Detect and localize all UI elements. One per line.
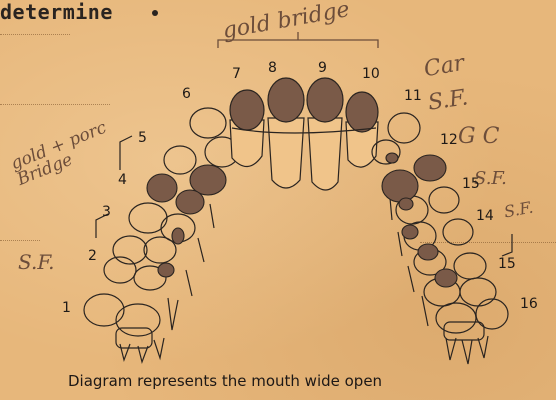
tooth-8-lower [268, 118, 304, 188]
tooth-number: 7 [232, 66, 241, 82]
filled-spot [386, 153, 398, 163]
tooth-number: 6 [182, 86, 191, 102]
tooth-9 [307, 78, 343, 122]
tooth-outline [388, 113, 420, 143]
filled-spot [402, 225, 418, 239]
filled-tooth [176, 190, 204, 214]
right-arch-filled-teeth [382, 153, 457, 287]
tooth-number: 5 [138, 130, 147, 146]
tooth-number: 4 [118, 172, 127, 188]
tooth-outline [454, 253, 486, 279]
tooth-number: 9 [318, 60, 327, 76]
tooth-number: 16 [520, 296, 538, 312]
tooth-outline [190, 108, 226, 138]
tooth-roots [168, 204, 214, 330]
tooth-8 [268, 78, 304, 122]
tooth-10 [346, 92, 378, 132]
filled-spot [418, 244, 438, 260]
tooth-number: 15 [498, 256, 516, 272]
tooth-number: 8 [268, 60, 277, 76]
tooth-number: 12 [440, 132, 458, 148]
tooth-number: 2 [88, 248, 97, 264]
filled-spot [158, 263, 174, 277]
tooth-number: 14 [476, 208, 494, 224]
tooth-outline [429, 187, 459, 213]
filled-tooth [414, 155, 446, 181]
tooth-outline [444, 322, 484, 340]
filled-tooth [382, 170, 418, 202]
annotation-sf-left: S.F. [18, 250, 54, 274]
tooth-outline [164, 146, 196, 174]
bracket-right [502, 234, 512, 256]
filled-tooth [147, 174, 177, 202]
left-arch-filled-teeth [147, 165, 226, 277]
tooth-outline [144, 237, 176, 263]
filled-spot [172, 228, 184, 244]
tooth-outline [460, 278, 496, 306]
tooth-7 [230, 90, 264, 130]
annotation-gc: G C [458, 124, 499, 149]
front-teeth [230, 78, 378, 190]
tooth-number: 10 [362, 66, 380, 82]
tooth-number: 11 [404, 88, 422, 104]
right-arch-teeth [372, 113, 508, 364]
tooth-number: 3 [102, 204, 111, 220]
tooth-outline [436, 303, 476, 333]
tooth-outline [116, 304, 160, 336]
tooth-roots [390, 198, 428, 326]
tooth-outline [84, 294, 124, 326]
tooth-number: 15 [462, 176, 480, 192]
tooth-9-lower [308, 118, 342, 190]
filled-spot [435, 269, 457, 287]
filled-spot [399, 198, 413, 210]
tooth-outline [476, 299, 508, 329]
tooth-number: 1 [62, 300, 71, 316]
diagram-caption: Diagram represents the mouth wide open [68, 372, 382, 390]
tooth-outline [443, 219, 473, 245]
tooth-roots [120, 338, 164, 362]
